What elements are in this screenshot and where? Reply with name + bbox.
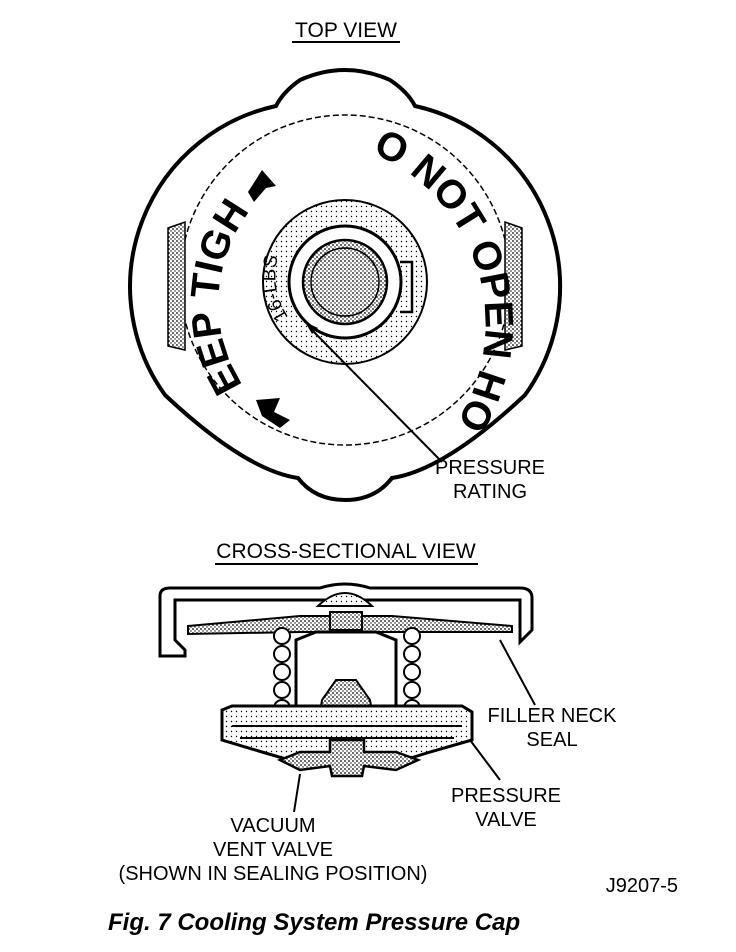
lower-housing [220, 704, 474, 764]
vacuum-vent-label-2: VENT VALVE [213, 839, 333, 861]
pressure-valve-label-2: VALVE [475, 809, 537, 831]
vacuum-vent-label-1: VACUUM [230, 815, 315, 837]
keep-tight-text: KEEP TIGHT [0, 0, 257, 402]
cross-section-view: CROSS-SECTIONAL VIEW FILLER NE [119, 540, 618, 885]
center-boss-core [310, 247, 380, 317]
filler-neck-seal-label-2: SEAL [526, 729, 577, 751]
center-boss-inner [301, 238, 389, 326]
left-grip [167, 220, 186, 351]
figure-caption: Fig. 7 Cooling System Pressure Cap [108, 909, 520, 936]
pressure-rating-leader [309, 327, 443, 463]
cross-section-title: CROSS-SECTIONAL VIEW [216, 540, 476, 563]
top-view-title: TOP VIEW [295, 19, 397, 42]
center-rivet [329, 611, 363, 631]
slot-mark [400, 260, 414, 314]
filler-neck-seal-leader [499, 639, 536, 706]
top-dome [315, 592, 375, 607]
vacuum-valve [276, 738, 422, 778]
top-view: TOP VIEW KEEP TIGHT DO NOT OPEN HOT 16-L… [0, 0, 562, 503]
svg-text:KEEP TIGHT: KEEP TIGHT [0, 0, 257, 402]
pressure-valve-leader [469, 739, 501, 781]
figure-code: J9207-5 [606, 875, 678, 897]
pressure-valve-label-1: PRESSURE [451, 785, 561, 807]
spring-left [273, 627, 291, 717]
pressure-rating-label-2: RATING [453, 481, 527, 503]
filler-neck-seal-label-1: FILLER NECK [488, 705, 618, 727]
arrow-down-icon [256, 398, 290, 428]
vacuum-vent-label-3: (SHOWN IN SEALING POSITION) [119, 863, 428, 885]
pressure-rating-leader-tip [305, 322, 318, 334]
lower-seal-plate [232, 725, 462, 739]
arrow-up-icon [248, 170, 276, 202]
pressure-rating-label-1: PRESSURE [435, 457, 545, 479]
spring-right [403, 627, 421, 717]
vacuum-valve-leader [293, 773, 301, 813]
right-grip [504, 220, 523, 351]
